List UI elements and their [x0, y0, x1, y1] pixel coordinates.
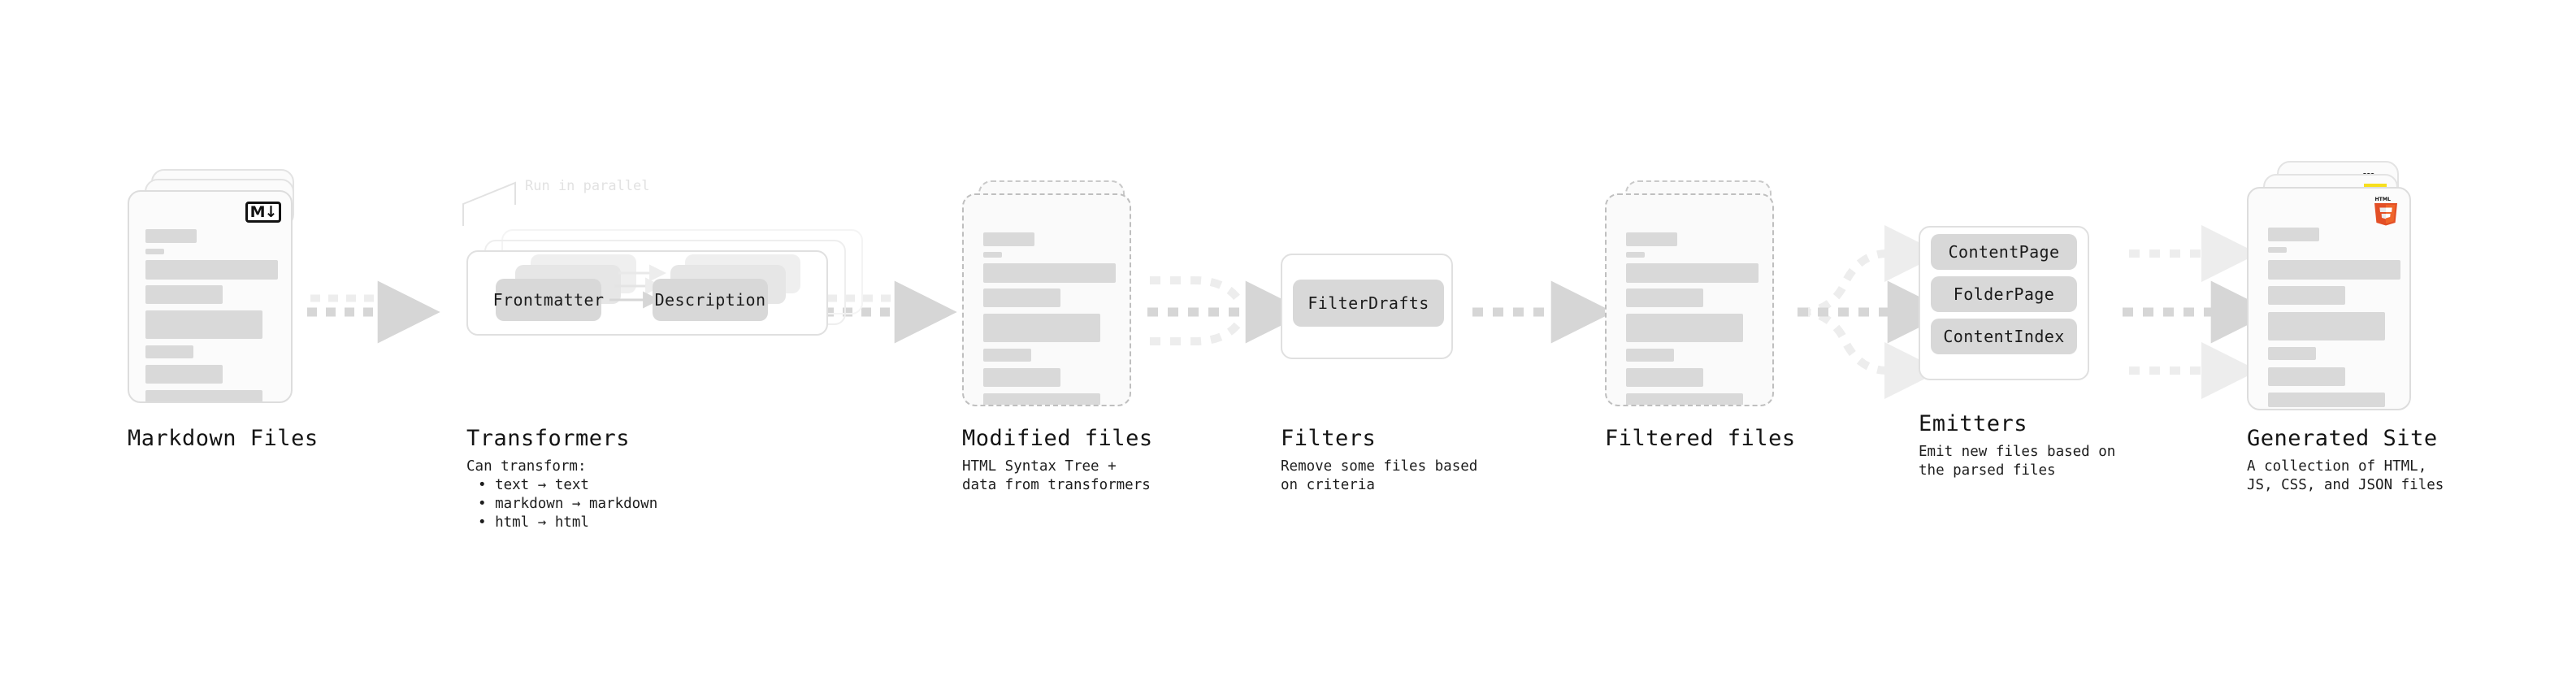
- doc-line: [983, 368, 1060, 387]
- connector-markdown-to-transformers: [307, 280, 440, 344]
- doc-line: [145, 285, 223, 304]
- markdown-icon: M↓: [245, 202, 281, 223]
- modified-card-front: [962, 193, 1131, 406]
- generated-site-title: Generated Site: [2247, 426, 2438, 451]
- doc-line: [2268, 228, 2319, 241]
- emitters-subtitle-1: Emit new files based on: [1919, 444, 2116, 460]
- markdown-files-title: Markdown Files: [128, 426, 319, 451]
- doc-line: [1626, 368, 1703, 387]
- connector-transformers-to-modified: [824, 280, 957, 344]
- doc-line: [983, 252, 1002, 258]
- transformers-bullet-2: • html → html: [478, 514, 589, 531]
- doc-line: [2268, 260, 2400, 280]
- doc-line: [1626, 349, 1674, 362]
- doc-line: [1626, 232, 1677, 246]
- filters-subtitle-2: on criteria: [1281, 477, 1375, 493]
- doc-line: [983, 263, 1116, 283]
- modified-files-subtitle-2: data from transformers: [962, 477, 1151, 493]
- doc-line: [1626, 288, 1703, 307]
- doc-line: [145, 390, 262, 401]
- doc-line: [983, 288, 1060, 307]
- transformer-chip-frontmatter[interactable]: Frontmatter: [493, 279, 604, 321]
- generated-site-subtitle-2: JS, CSS, and JSON files: [2247, 477, 2444, 493]
- filter-chip-filterdrafts[interactable]: FilterDrafts: [1293, 280, 1444, 327]
- doc-line: [1626, 252, 1645, 258]
- doc-line: [983, 232, 1034, 246]
- transformers-bullet-1: • markdown → markdown: [478, 496, 658, 512]
- doc-line: [145, 345, 193, 358]
- transformers-title: Transformers: [466, 426, 631, 451]
- doc-line: [145, 260, 278, 280]
- doc-line: [1626, 263, 1759, 283]
- emitters-title: Emitters: [1919, 411, 2028, 436]
- generated-card-front-html: HTML: [2247, 187, 2411, 410]
- doc-line: [983, 349, 1031, 362]
- doc-line: [145, 365, 223, 384]
- markdown-badge-arrow: ↓: [264, 203, 278, 221]
- filters-subtitle-1: Remove some files based: [1281, 458, 1478, 475]
- doc-line: [2268, 393, 2385, 407]
- run-in-parallel-leader: [462, 181, 516, 226]
- doc-line: [145, 310, 262, 339]
- filtered-files-title: Filtered files: [1605, 426, 1796, 451]
- doc-line: [145, 229, 197, 243]
- doc-line: [1626, 393, 1743, 405]
- emitters-subtitle-2: the parsed files: [1919, 462, 2056, 479]
- connector-filtered-to-emitters: [1798, 225, 1950, 399]
- doc-line: [2268, 247, 2287, 253]
- run-in-parallel-label: Run in parallel: [525, 178, 650, 194]
- doc-line: [145, 249, 164, 254]
- svg-text:HTML: HTML: [2375, 197, 2392, 202]
- markdown-badge-letter: M: [249, 203, 266, 221]
- emitter-chip-contentpage[interactable]: ContentPage: [1931, 234, 2077, 270]
- doc-line: [1626, 314, 1743, 342]
- modified-files-title: Modified files: [962, 426, 1153, 451]
- connector-emitters-to-site: [2123, 225, 2274, 399]
- transformers-bullet-0: • text → text: [478, 477, 589, 493]
- filters-title: Filters: [1281, 426, 1377, 451]
- emitter-chip-folderpage[interactable]: FolderPage: [1931, 276, 2077, 312]
- markdown-card-front: M↓: [128, 190, 293, 403]
- generated-site-subtitle-1: A collection of HTML,: [2247, 458, 2427, 475]
- modified-files-subtitle-1: HTML Syntax Tree +: [962, 458, 1117, 475]
- connector-modified-to-filters: [1147, 276, 1308, 345]
- filtered-card-front: [1605, 193, 1774, 406]
- doc-line: [2268, 312, 2385, 340]
- doc-line: [983, 314, 1100, 342]
- transformer-chip-description[interactable]: Description: [653, 279, 768, 321]
- doc-line: [2268, 347, 2316, 360]
- doc-line: [983, 393, 1100, 405]
- doc-line: [2268, 286, 2345, 305]
- doc-line: [2268, 367, 2345, 386]
- html5-icon: HTML: [2374, 197, 2397, 226]
- transformers-subtitle-heading: Can transform:: [466, 458, 587, 475]
- emitter-chip-contentindex[interactable]: ContentIndex: [1931, 319, 2077, 354]
